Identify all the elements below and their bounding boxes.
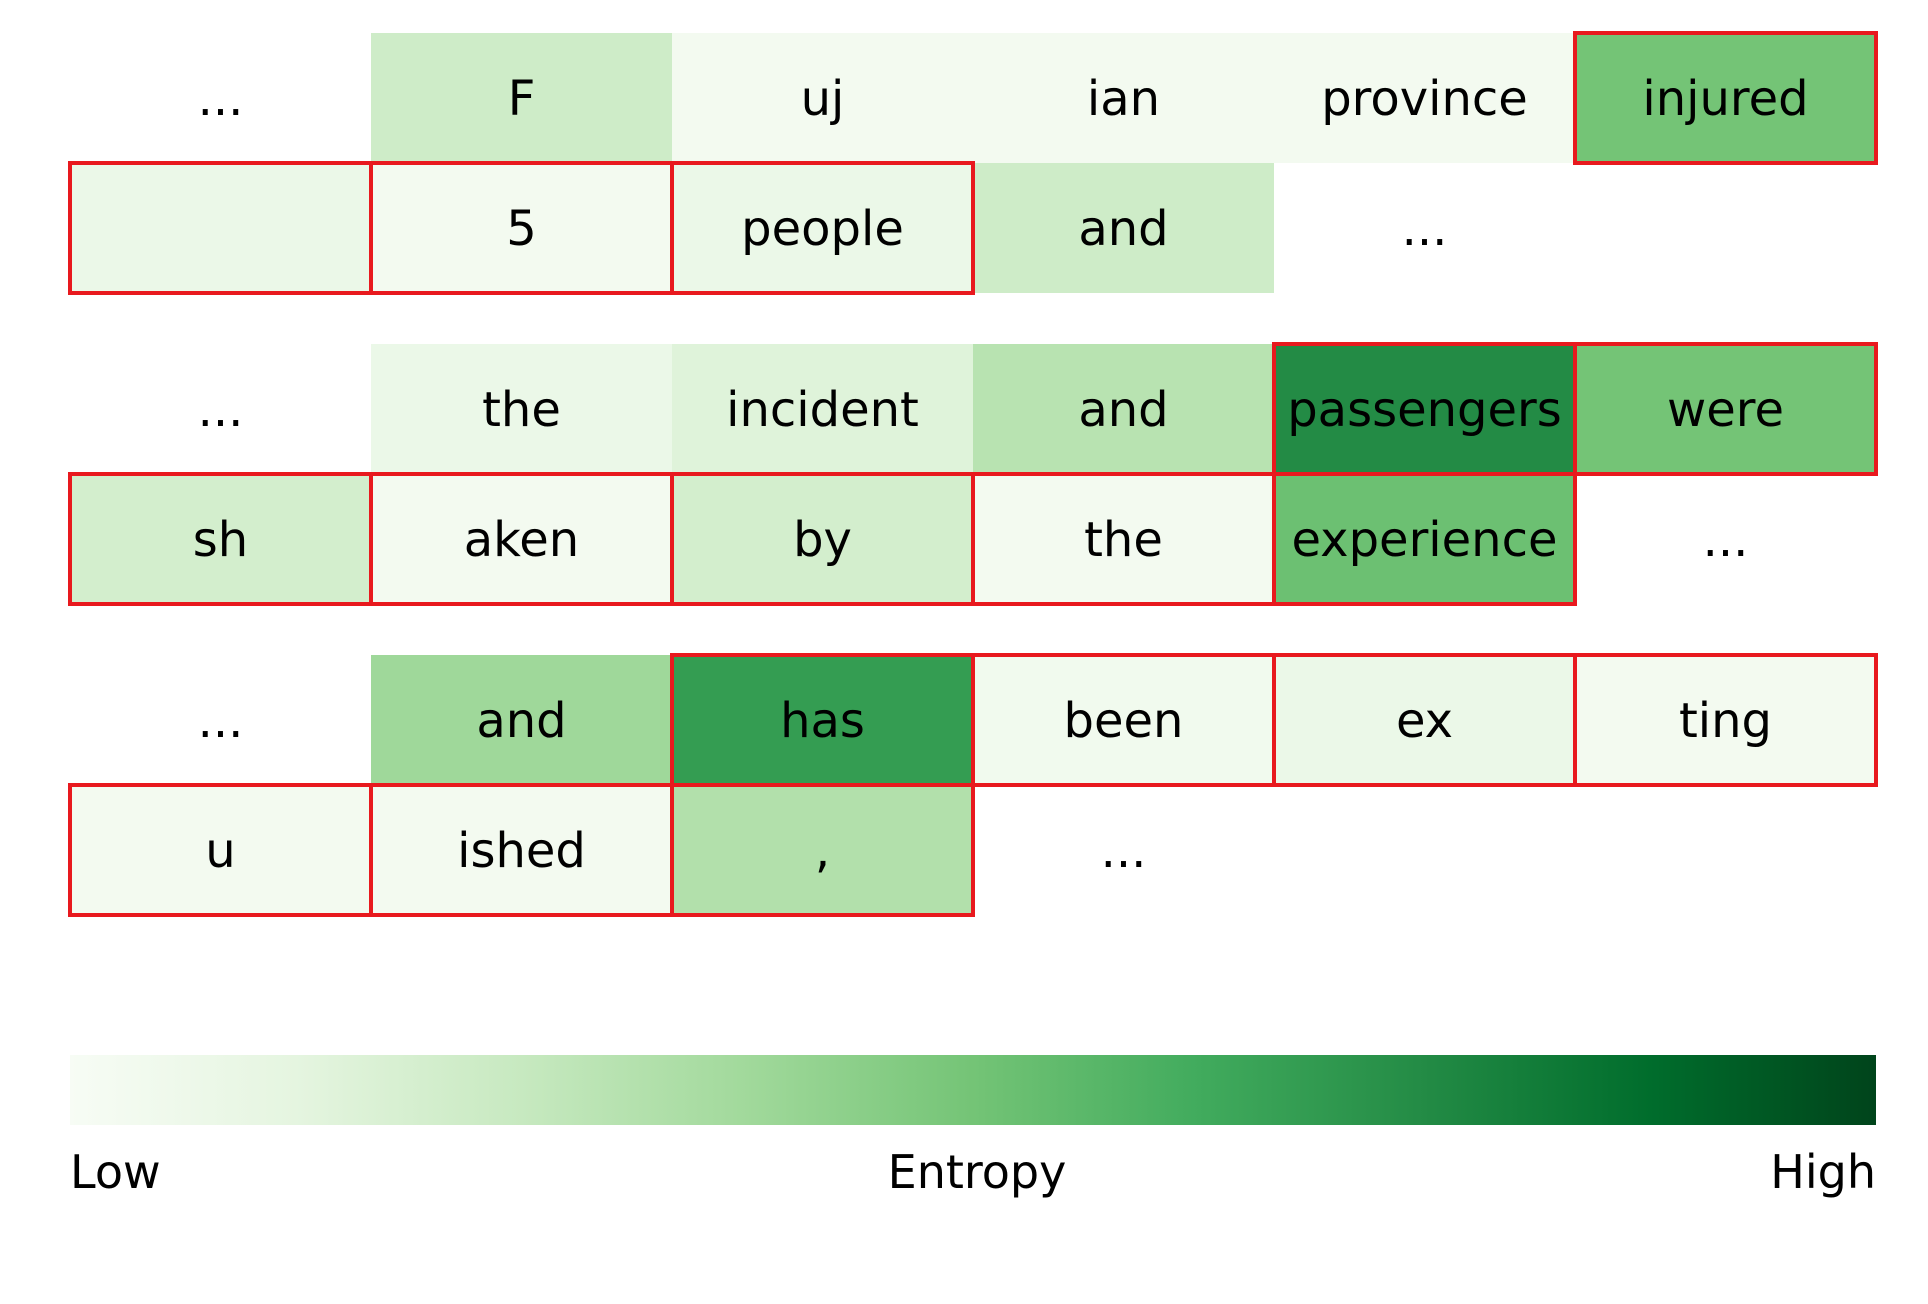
cell-g1-r0-c5-fill [1575, 344, 1876, 474]
cell-g2-r1-c0-label: u [205, 823, 235, 879]
colorbar-high-label: High [1770, 1145, 1876, 1199]
cell-g1-r0-c1-label: the [482, 382, 561, 438]
cell-g0-r0-c4-fill [1274, 33, 1575, 163]
cell-g0-r0-c4-label: province [1321, 71, 1528, 127]
colorbar [70, 1055, 1876, 1125]
cell-g0-r1-c0-fill [70, 163, 371, 293]
cell-g1-r1-c2-label: by [793, 512, 852, 568]
colorbar-legend: Low Entropy High [70, 1055, 1876, 1199]
cell-g1-r0-c0-label: ... [198, 382, 244, 438]
highlight-boxes [68, 31, 1878, 917]
cell-g2-r0-c4-label: ex [1396, 693, 1453, 749]
cell-g1-r0-c1-fill [371, 344, 672, 474]
cell-g2-r0-c1-fill [371, 655, 672, 785]
cell-g2-r1-c3-label: ... [1101, 823, 1147, 879]
cell-g0-r0-c2-label: uj [801, 71, 845, 127]
cell-g0-r1-c3-label: and [1078, 201, 1168, 257]
cell-g2-r0-c5-fill [1575, 655, 1876, 785]
cell-g2-r0-c5-label: ting [1679, 693, 1772, 749]
cell-g1-r1-c1-label: aken [464, 512, 579, 568]
cell-g1-r0-c5-label: were [1667, 382, 1784, 438]
cell-g1-r1-c4-label: experience [1291, 512, 1557, 568]
cell-g0-r1-c3-fill [973, 163, 1274, 293]
cell-g2-r1-c2-label: , [815, 823, 830, 879]
cell-g1-r1-c0-fill [70, 474, 371, 604]
cell-g2-r0-c3-label: been [1064, 693, 1184, 749]
cell-g0-r1-c2-label: people [741, 201, 904, 257]
cell-g0-r0-c5-label: injured [1642, 71, 1808, 127]
cell-g0-r1-c1-fill [371, 163, 672, 293]
cell-g2-r1-c1-fill [371, 785, 672, 915]
cell-g1-r0-c4-label: passengers [1287, 382, 1562, 438]
cell-g0-r0-c1-label: F [508, 71, 536, 127]
cell-g0-r1-c2-highlight [670, 161, 975, 295]
cell-g2-r0-c1-label: and [476, 693, 566, 749]
cell-g2-r0-c3-fill [973, 655, 1274, 785]
cell-g2-r1-c1-label: ished [457, 823, 586, 879]
cell-g2-r1-c0-fill [70, 785, 371, 915]
cell-g1-r0-c5-highlight [1573, 342, 1878, 476]
cell-g1-r0-c4-fill [1274, 344, 1575, 474]
cell-g1-r1-c5-label: ... [1703, 512, 1749, 568]
cell-g2-r0-c4-fill [1274, 655, 1575, 785]
cell-g1-r0-c2-fill [672, 344, 973, 474]
cell-g1-r1-c3-fill [973, 474, 1274, 604]
cell-g1-r1-c3-label: the [1084, 512, 1163, 568]
cell-g1-r1-c4-highlight [1272, 472, 1577, 606]
cell-g1-r1-c0-label: sh [193, 512, 248, 568]
cell-g0-r0-c5-highlight [1573, 31, 1878, 165]
cell-g0-r1-c2-fill [672, 163, 973, 293]
cell-g2-r0-c2-fill [672, 655, 973, 785]
cell-g2-r1-c2-fill [672, 785, 973, 915]
cell-g0-r1-c4-label: ... [1402, 201, 1448, 257]
colorbar-low-label: Low [70, 1145, 161, 1199]
colorbar-title: Entropy [888, 1145, 1067, 1199]
cell-g1-r1-c1-fill [371, 474, 672, 604]
cell-g2-r0-c2-label: has [780, 693, 865, 749]
cell-g1-r1-c2-fill [672, 474, 973, 604]
cell-g1-r0-c2-label: incident [726, 382, 919, 438]
cell-g0-r0-c5-fill [1575, 33, 1876, 163]
cell-g0-r1-c1-label: 5 [506, 201, 537, 257]
cell-g1-r0-c3-fill [973, 344, 1274, 474]
cell-g0-r0-c1-fill [371, 33, 672, 163]
cell-g2-r1-c2-highlight [670, 783, 975, 917]
cell-g2-r0-c0-label: ... [198, 693, 244, 749]
cell-g1-r0-c3-label: and [1078, 382, 1168, 438]
cell-g2-r0-c5-highlight [1573, 653, 1878, 787]
cell-g1-r1-c4-fill [1274, 474, 1575, 604]
cell-g0-r0-c3-label: ian [1087, 71, 1160, 127]
cell-g0-r0-c2-fill [672, 33, 973, 163]
cell-g0-r0-c0-label: ... [198, 71, 244, 127]
cell-g0-r0-c3-fill [973, 33, 1274, 163]
